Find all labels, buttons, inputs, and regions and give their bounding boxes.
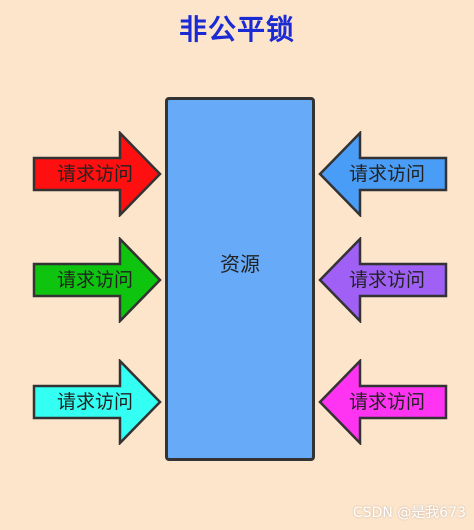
- request-arrow-left-3: 请求访问: [32, 359, 162, 445]
- resource-block: 资源: [165, 97, 315, 461]
- request-access-label: 请求访问: [56, 269, 133, 291]
- request-access-label: 请求访问: [348, 391, 425, 413]
- request-access-label: 请求访问: [348, 269, 425, 291]
- arrow-shape: [32, 359, 162, 445]
- arrow-shape: [318, 359, 448, 445]
- request-access-label: 请求访问: [56, 163, 133, 185]
- request-arrow-right-2: 请求访问: [318, 237, 448, 323]
- diagram-title: 非公平锁: [178, 13, 295, 46]
- arrow-shape: [32, 237, 162, 323]
- request-arrow-left-1: 请求访问: [32, 131, 162, 217]
- arrow-shape: [318, 237, 448, 323]
- request-access-label: 请求访问: [56, 391, 133, 413]
- arrow-shape: [32, 131, 162, 217]
- arrow-shape: [318, 131, 448, 217]
- request-access-label: 请求访问: [348, 163, 425, 185]
- request-arrow-left-2: 请求访问: [32, 237, 162, 323]
- request-arrow-right-3: 请求访问: [318, 359, 448, 445]
- watermark: CSDN @是我673: [352, 505, 466, 521]
- request-arrow-right-1: 请求访问: [318, 131, 448, 217]
- resource-label: 资源: [220, 252, 260, 276]
